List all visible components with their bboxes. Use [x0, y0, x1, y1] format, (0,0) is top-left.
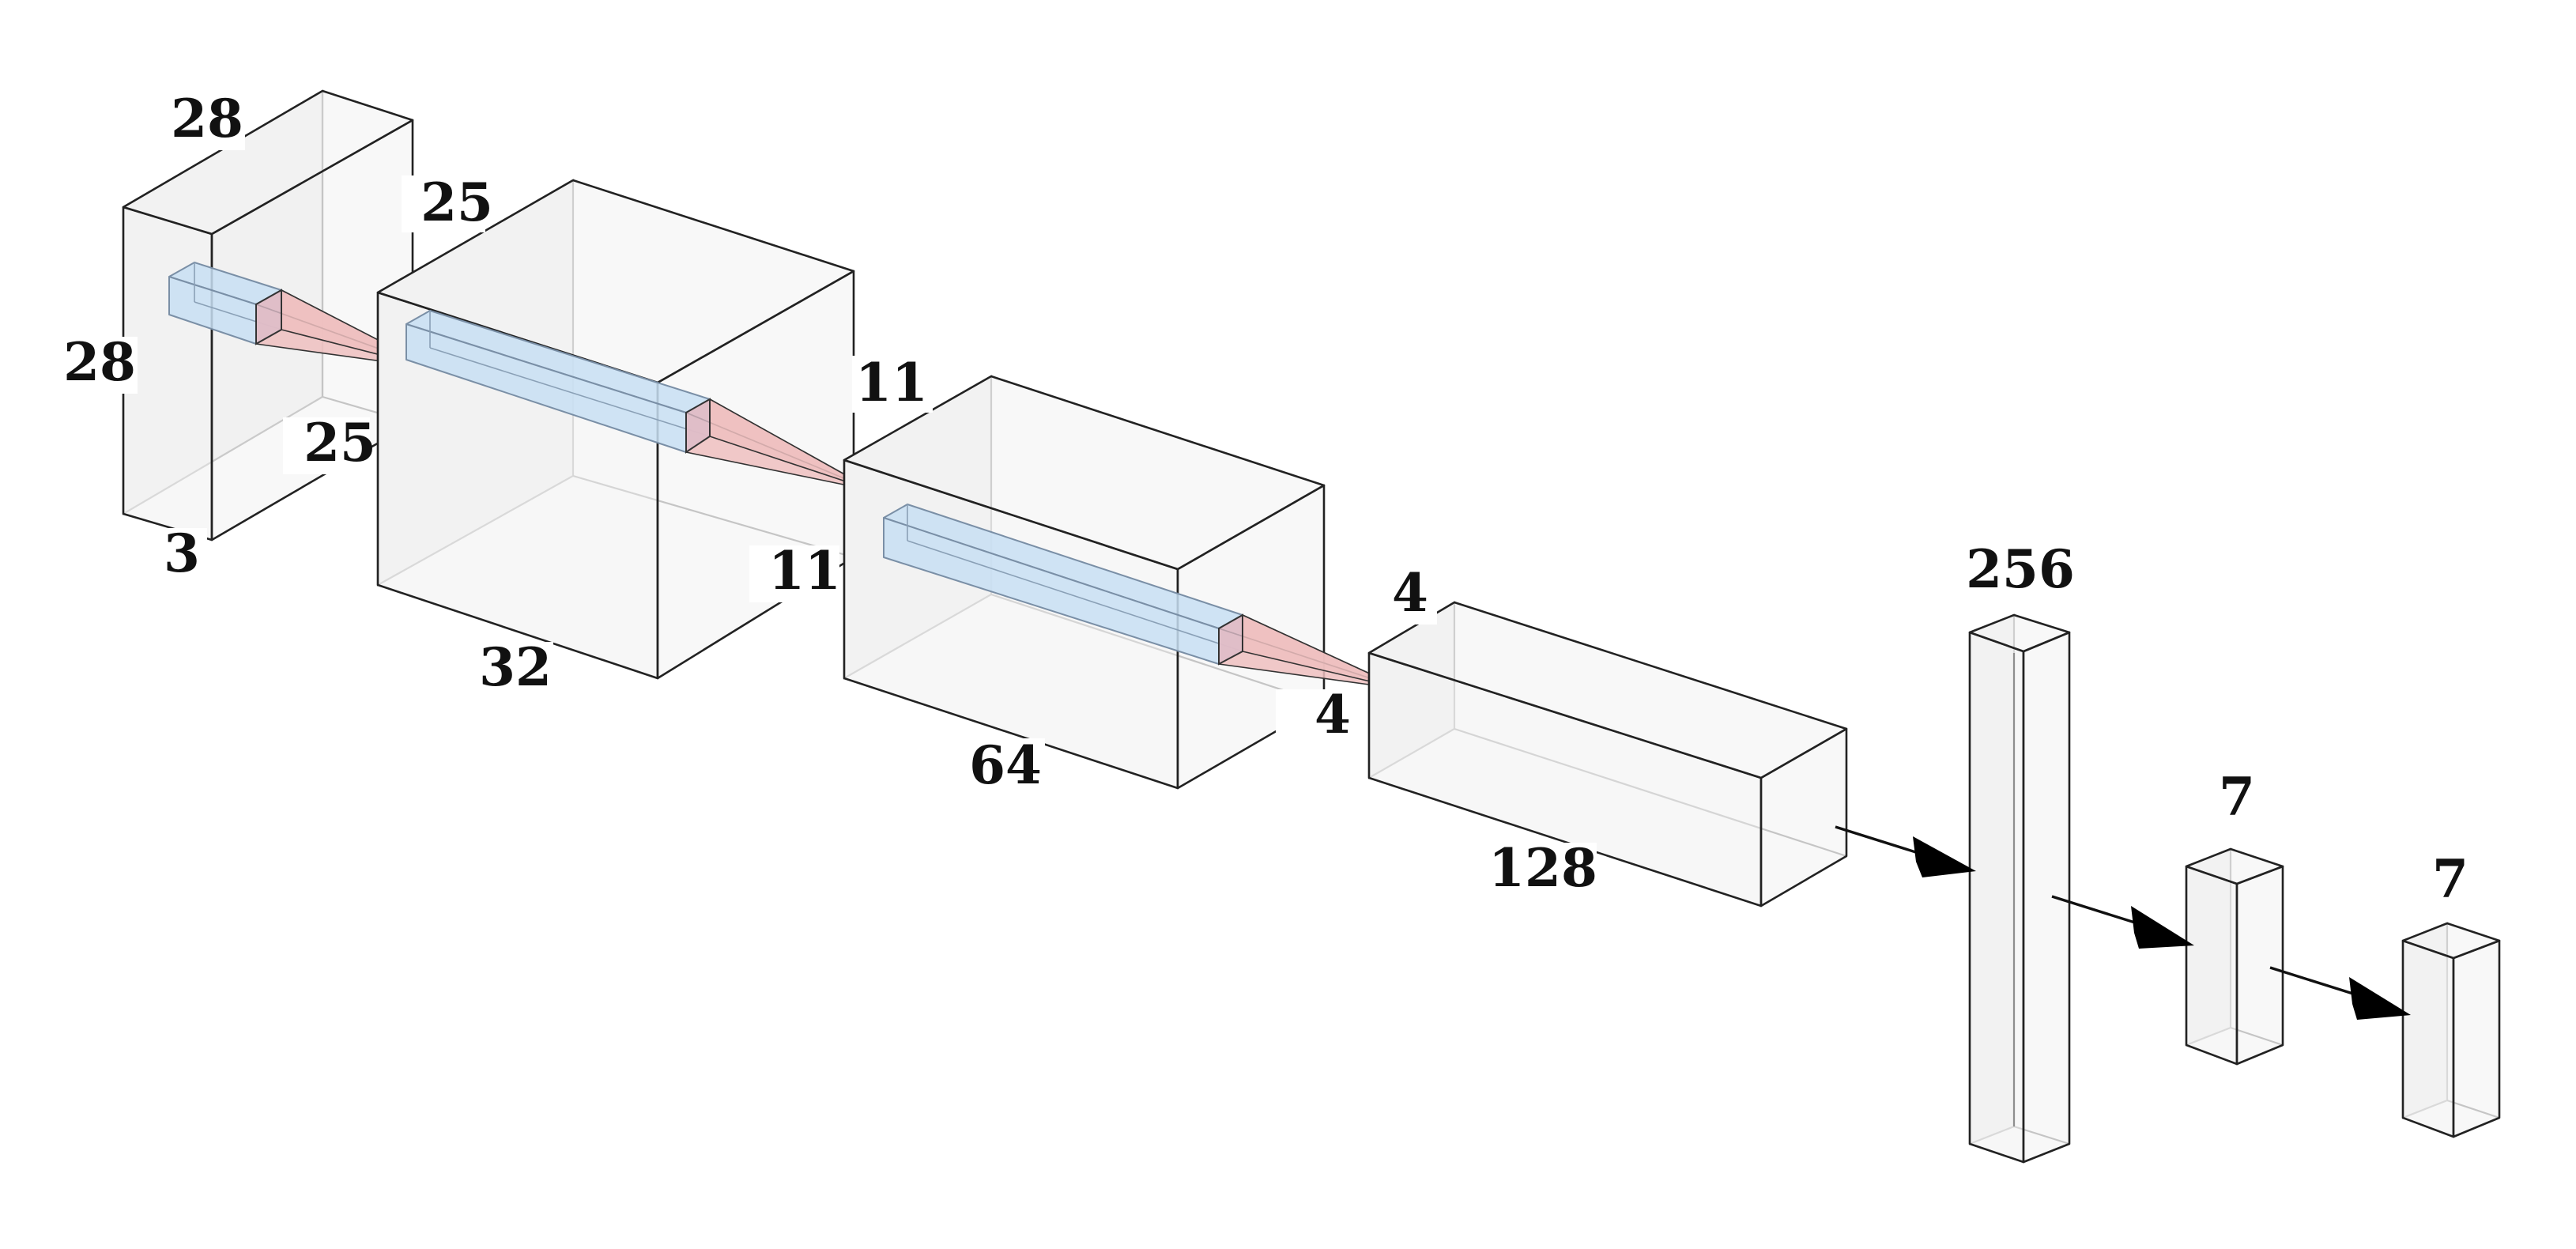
svg-text:28: 28 — [63, 331, 136, 393]
svg-text:4: 4 — [1314, 684, 1351, 745]
conv2-top-label: 11 — [852, 352, 933, 413]
input-top-label: 28 — [169, 88, 245, 150]
dense3-block — [2401, 922, 2501, 1138]
conv2-depth-label: 64 — [966, 734, 1045, 796]
dense1-block — [1968, 613, 2071, 1164]
conv1-kernel — [405, 310, 875, 492]
input-side-label: 28 — [62, 331, 138, 394]
svg-text:256: 256 — [1966, 538, 2075, 600]
input-depth-label: 3 — [157, 523, 207, 585]
svg-text:11: 11 — [768, 540, 841, 602]
arrow-to-dense1 — [1835, 825, 1976, 877]
svg-text:3: 3 — [164, 523, 200, 584]
arrow-to-dense3 — [2269, 966, 2411, 1020]
conv3-depth-label: 128 — [1488, 837, 1597, 900]
svg-text:25: 25 — [304, 412, 376, 474]
svg-text:28: 28 — [171, 88, 243, 149]
dense2-top-label: 7 — [2212, 766, 2262, 830]
svg-text:11: 11 — [855, 352, 928, 413]
conv1-depth-label: 32 — [477, 636, 553, 699]
svg-text:128: 128 — [1488, 837, 1597, 899]
dense3-top-label: 7 — [2425, 848, 2476, 911]
conv2-kernel — [883, 504, 1405, 690]
svg-text:25: 25 — [421, 172, 493, 233]
svg-text:32: 32 — [479, 636, 552, 698]
dense1-top-label: 256 — [1966, 538, 2075, 602]
conv1-top-label: 25 — [402, 172, 493, 233]
conv1-side-label: 25 — [283, 412, 376, 474]
svg-text:7: 7 — [2219, 766, 2255, 828]
dense2-block — [2185, 847, 2284, 1066]
conv3-side-label: 4 — [1276, 684, 1364, 746]
svg-text:7: 7 — [2432, 848, 2469, 910]
svg-text:4: 4 — [1392, 562, 1428, 624]
conv2-side-label: 11 — [749, 540, 841, 602]
conv3-top-label: 4 — [1385, 562, 1437, 624]
conv3-block — [1367, 601, 1848, 908]
arrow-to-dense2 — [2051, 895, 2194, 949]
svg-text:64: 64 — [969, 734, 1042, 796]
